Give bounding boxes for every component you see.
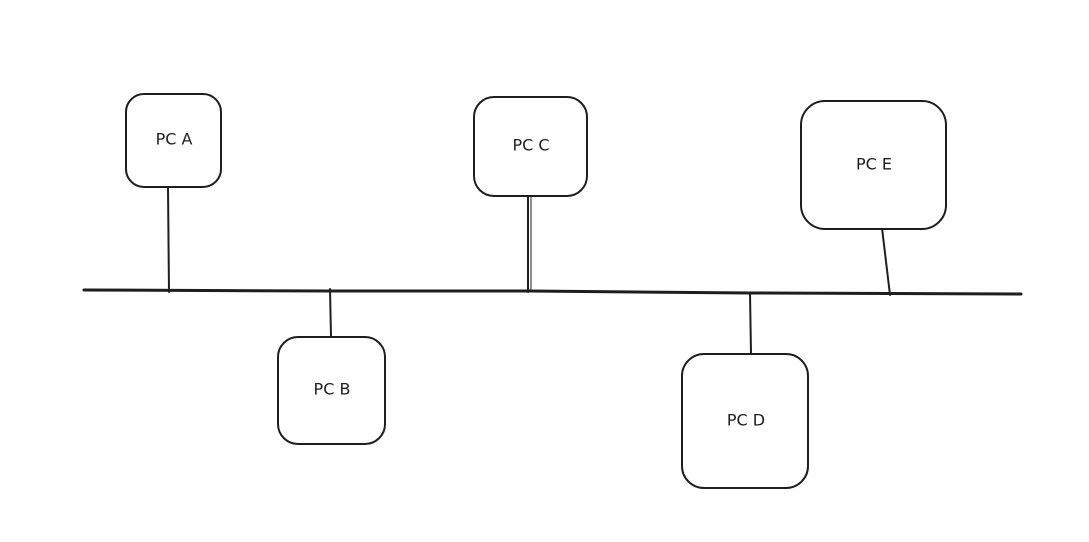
node-pc-d[interactable]: PC D — [681, 292, 809, 489]
connector-pc-a — [167, 187, 170, 293]
connector-pc-e — [881, 227, 891, 296]
node-pc-a[interactable]: PC A — [125, 93, 222, 293]
pc-c-label: PC C — [512, 136, 549, 155]
pc-b-label: PC B — [314, 380, 351, 399]
node-pc-b[interactable]: PC B — [277, 288, 386, 445]
node-pc-e[interactable]: PC E — [800, 100, 947, 296]
node-pc-c[interactable]: PC C — [473, 96, 588, 293]
pc-a-label: PC A — [156, 130, 193, 149]
pc-e-label: PC E — [856, 155, 892, 174]
pc-d-label: PC D — [727, 411, 765, 430]
pc-b-box — [277, 336, 386, 445]
pc-d-box — [681, 353, 809, 489]
pc-c-box — [473, 96, 588, 197]
pc-a-box — [125, 93, 222, 188]
connector-pc-d — [749, 292, 752, 355]
connector-pc-b — [329, 288, 332, 338]
bus-line — [82, 288, 1023, 296]
pc-e-box — [800, 100, 947, 230]
